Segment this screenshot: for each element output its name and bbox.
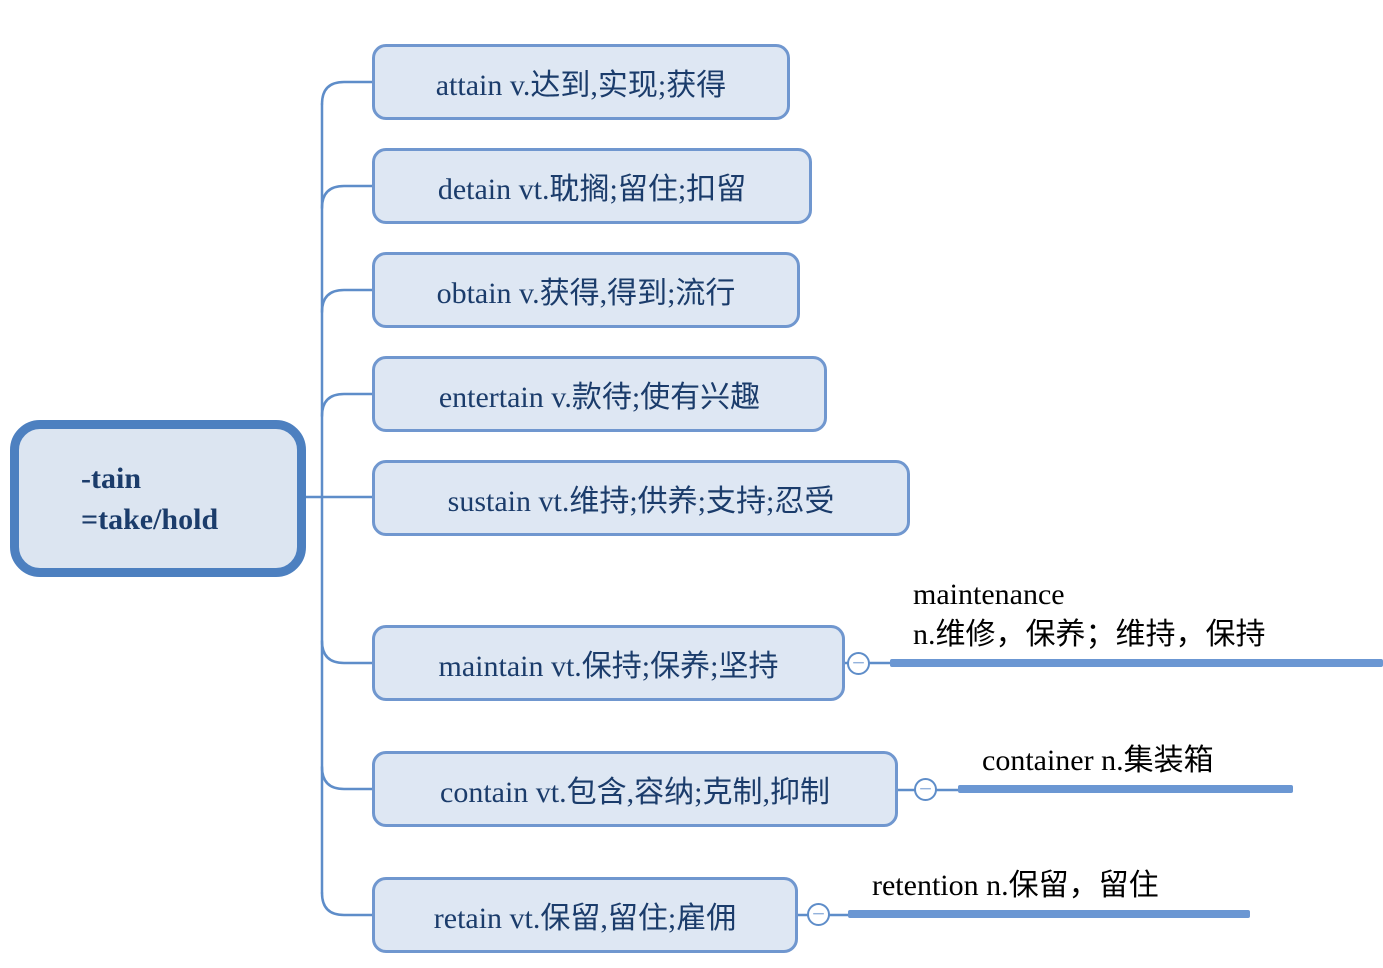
subnode-container-label: container n.集装箱 [982,744,1214,777]
subnode-retention-label: retention n.保留，留住 [872,869,1159,902]
subnode-maintenance-word: maintenance [913,578,1065,611]
subnode-retention-underline [848,910,1250,918]
collapse-toggle-contain[interactable]: − [914,778,937,801]
node-contain-label: contain vt.包含,容纳;克制,抑制 [440,776,830,809]
subnode-maintenance-underline [890,659,1383,667]
minus-icon: − [851,653,866,673]
node-entertain[interactable]: entertain v.款待;使有兴趣 [372,356,827,432]
node-sustain[interactable]: sustain vt.维持;供养;支持;忍受 [372,460,910,536]
collapse-toggle-retain[interactable]: − [807,903,830,926]
node-obtain[interactable]: obtain v.获得,得到;流行 [372,252,800,328]
subnode-maintenance[interactable]: maintenance n.维修，保养；维持，保持 [913,575,1266,655]
node-attain[interactable]: attain v.达到,实现;获得 [372,44,790,120]
node-obtain-label: obtain v.获得,得到;流行 [436,277,736,310]
connector-obtain [320,288,374,314]
node-maintain-label: maintain vt.保持;保养;坚持 [438,650,779,683]
minus-icon: − [918,779,933,799]
connector-attain [320,80,374,106]
subnode-maintenance-meaning: n.维修，保养；维持，保持 [913,618,1266,651]
subnode-retention[interactable]: retention n.保留，留住 [872,866,1159,906]
node-sustain-label: sustain vt.维持;供养;支持;忍受 [447,485,835,518]
subnode-container[interactable]: container n.集装箱 [982,741,1214,781]
node-attain-label: attain v.达到,实现;获得 [435,69,727,102]
node-contain[interactable]: contain vt.包含,容纳;克制,抑制 [372,751,898,827]
root-label-line2: =take/hold [81,502,219,536]
connector-retain [320,891,374,917]
connector-detain [320,184,374,210]
minus-icon: − [811,904,826,924]
root-node-tain[interactable]: -tain =take/hold [10,420,306,577]
node-entertain-label: entertain v.款待;使有兴趣 [438,381,761,414]
connector-maintain [320,639,374,665]
node-retain-label: retain vt.保留,留住;雇佣 [433,902,737,935]
subnode-container-underline [958,785,1293,793]
connector-contain [320,765,374,791]
collapse-toggle-maintain[interactable]: − [847,652,870,675]
connector-entertain [320,392,374,418]
node-maintain[interactable]: maintain vt.保持;保养;坚持 [372,625,845,701]
root-label-line1: -tain [81,461,141,495]
node-retain[interactable]: retain vt.保留,留住;雇佣 [372,877,798,953]
node-detain[interactable]: detain vt.耽搁;留住;扣留 [372,148,812,224]
node-detain-label: detain vt.耽搁;留住;扣留 [437,173,747,206]
